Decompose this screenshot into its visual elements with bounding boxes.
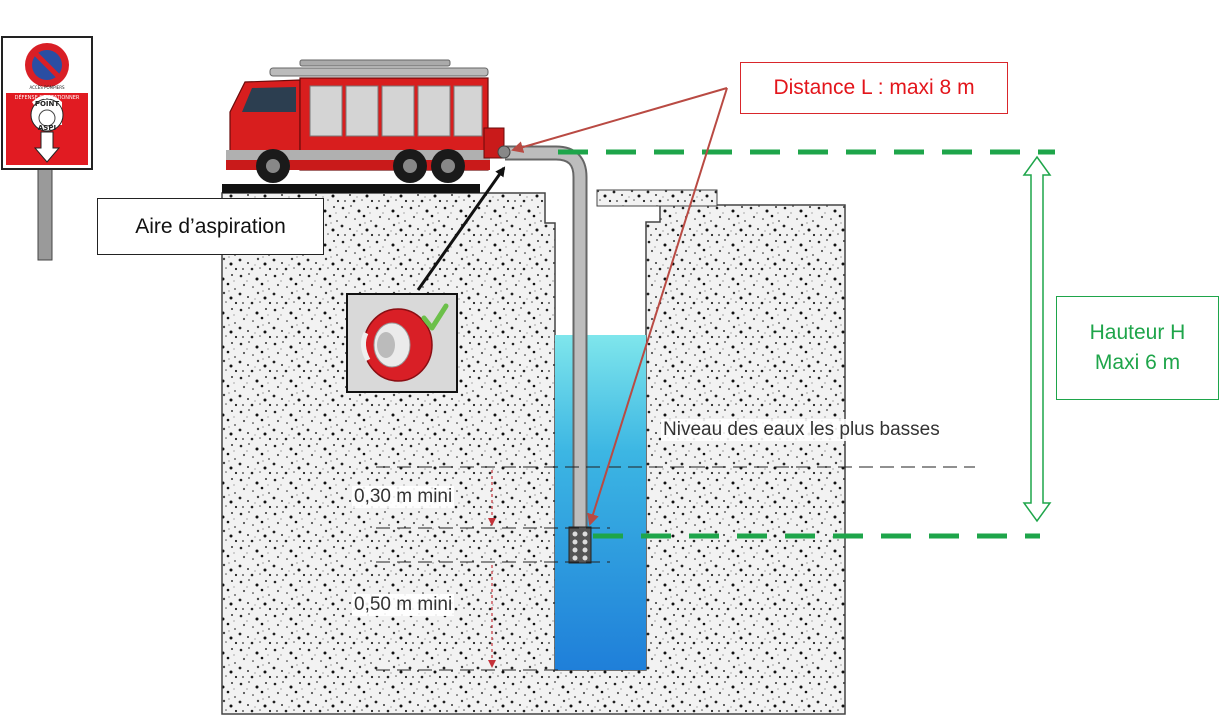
- dimension-lines: [376, 466, 975, 671]
- distance-label: Distance L : maxi 8 m: [740, 62, 1008, 114]
- distance-arrow-to-strainer: [587, 87, 728, 526]
- niveau-label: Niveau des eaux les plus basses: [661, 419, 942, 441]
- ground-tank: [221, 189, 846, 715]
- hose-coupling-icon: [346, 293, 458, 393]
- aire-aspiration-text: Aire d’aspiration: [135, 214, 286, 238]
- dimension-030-label: 0,30 m mini: [352, 486, 455, 508]
- sign-bottom-text: ACCÈS POMPIERS: [29, 85, 65, 90]
- hauteur-line1: Hauteur H: [1089, 320, 1186, 344]
- sign-aspi-text: ASPI: [38, 124, 56, 132]
- sign-point-text: POINT: [35, 100, 60, 108]
- water-body: [555, 335, 646, 670]
- aspiration-platform: [222, 184, 480, 193]
- height-double-arrow: [1022, 155, 1052, 523]
- checkmark-icon: [421, 303, 449, 331]
- hauteur-label: Hauteur H Maxi 6 m: [1056, 296, 1219, 400]
- fire-truck-icon: [226, 59, 505, 183]
- dimension-050-label: 0,50 m mini: [352, 594, 455, 616]
- distance-text: Distance L : maxi 8 m: [773, 76, 975, 99]
- distance-arrow-to-truck: [511, 87, 728, 153]
- aire-aspiration-label: Aire d’aspiration: [97, 198, 324, 255]
- strainer: [568, 526, 592, 564]
- sign-top-text: DÉFENSE DE STATIONNER: [15, 93, 80, 101]
- parking-sign-icon: DÉFENSE DE STATIONNER ACCÈS POMPIERS POI…: [1, 36, 93, 261]
- hauteur-line2: Maxi 6 m: [1094, 351, 1181, 374]
- pipe-connector: [497, 145, 511, 159]
- coupling-arrow: [416, 166, 506, 291]
